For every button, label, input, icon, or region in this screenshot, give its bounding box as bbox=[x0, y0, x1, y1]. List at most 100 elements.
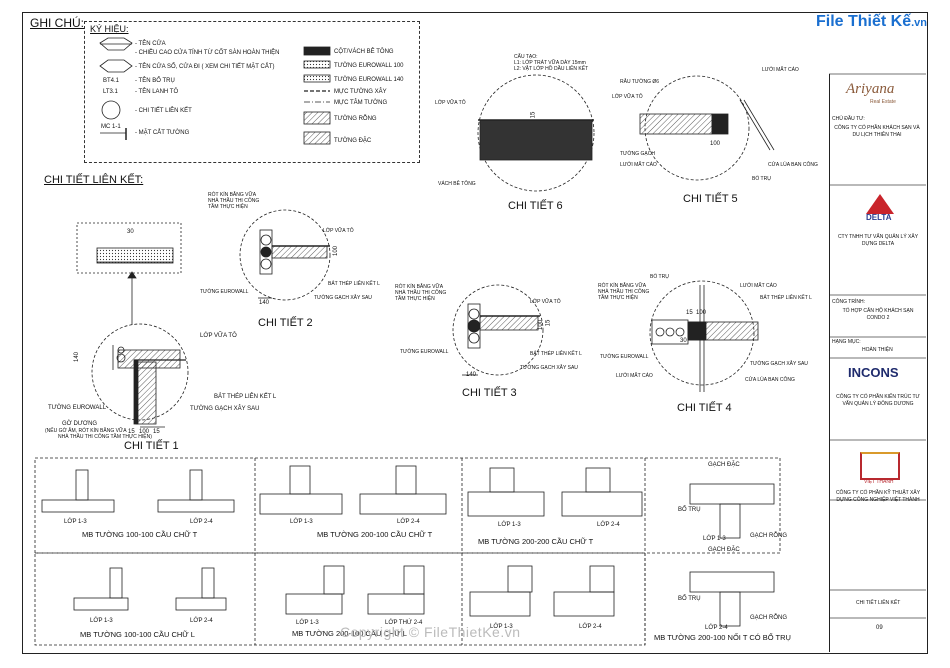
plan-bot-0-a: LỚP 1-3 bbox=[90, 618, 113, 624]
detail-2-caption: CHI TIẾT 2 bbox=[258, 317, 313, 329]
d1-label-2: TƯỜNG GẠCH XÂY SAU bbox=[190, 406, 260, 412]
legend-ct-text: - CHI TIẾT LIÊN KẾT bbox=[135, 108, 192, 114]
d3-label-3: LỚP VỮA TÔ bbox=[530, 299, 561, 305]
owner-label: CHỦ ĐẦU TƯ: bbox=[832, 116, 865, 122]
legend-window-text: - TÊN CỬA SỔ, CỬA ĐI ( XEM CHI TIẾT MẶT … bbox=[135, 64, 275, 70]
d4-label-4: LƯỚI MẮT CÁO bbox=[740, 283, 777, 289]
project-name: TỔ HỢP CĂN HỘ KHÁCH SẠN CONDO 2 bbox=[842, 308, 914, 321]
legend-door-text: - TÊN CỬA bbox=[135, 41, 166, 47]
legend-height-text: - CHIỀU CAO CỬA TÍNH TỪ CỐT SÀN HOÀN THI… bbox=[135, 50, 280, 56]
legend-lt-text: - TÊN LANH TÔ bbox=[135, 89, 179, 95]
sheet-border bbox=[22, 12, 928, 654]
plan-top-2-caption: MB TƯỜNG 200-200 CẦU CHỮ T bbox=[478, 537, 594, 546]
consultant-name: CTY TNHH TƯ VẤN QUẢN LÝ XÂY DỰNG DELTA bbox=[837, 234, 919, 247]
designer-name: CÔNG TY CỔ PHẦN KIẾN TRÚC TƯ VẤN QUẢN LÝ… bbox=[836, 394, 920, 407]
plan-bot-1-a: LỚP 1-3 bbox=[296, 620, 319, 626]
plan-right-label-5: GẠCH RỖNG bbox=[750, 615, 788, 621]
logo-domain: .vn bbox=[911, 17, 928, 29]
legend-mc-sym: MC 1-1 bbox=[101, 124, 121, 130]
legend-right-0: CỘT/VÁCH BÊ TÔNG bbox=[334, 49, 394, 55]
builder-name: CÔNG TY CỔ PHẦN KỸ THUẬT XÂY DỰNG CÔNG N… bbox=[835, 490, 921, 503]
legend-right-2: TƯỜNG EUROWALL 140 bbox=[334, 77, 404, 83]
title-block-border bbox=[829, 74, 927, 652]
d5-label-3: TƯỜNG GẠCH bbox=[620, 151, 655, 157]
detail-1-caption: CHI TIẾT 1 bbox=[124, 440, 179, 452]
titleblock-lines bbox=[829, 73, 926, 619]
plan-top-2-a: LỚP 1-3 bbox=[498, 522, 521, 528]
plan-bot-0-b: LỚP 2-4 bbox=[190, 618, 213, 624]
d6-label-4: VÁCH BÊ TÔNG bbox=[438, 181, 476, 187]
d2-label-3: LỚP VỮA TÔ bbox=[323, 228, 354, 234]
d5-dim-100: 100 bbox=[710, 141, 721, 147]
watermark: Copyright © FileThietKe.vn bbox=[340, 624, 521, 640]
detail-5-caption: CHI TIẾT 5 bbox=[683, 193, 738, 205]
d4-label-6: TƯỜNG EUROWALL bbox=[600, 354, 649, 360]
d1-dim-15b: 15 bbox=[153, 429, 160, 435]
d3-label-6: TƯỜNG GẠCH XÂY SAU bbox=[520, 365, 578, 371]
drawing-title: CHI TIẾT LIÊN KẾT bbox=[856, 600, 901, 606]
plan-bot-1-b: LỚP THỨ 2-4 bbox=[385, 620, 423, 626]
detail-4-caption: CHI TIẾT 4 bbox=[677, 402, 732, 414]
door-tag-symbol bbox=[99, 37, 133, 51]
plan-right-b: LỚP 2-4 bbox=[705, 625, 728, 631]
builder-brand: VIỆT THÀNH bbox=[864, 479, 894, 485]
plan-top-1-a: LỚP 1-3 bbox=[290, 519, 313, 525]
logo-text: File Thiết Kế bbox=[816, 13, 912, 30]
sheet-number: 09 bbox=[876, 625, 883, 631]
plan-bot-1-caption: MB TƯỜNG 200-100 CẦU CHỮ L bbox=[292, 629, 407, 638]
plan-bricks bbox=[41, 465, 775, 627]
legend-bt-text: - TÊN BỔ TRỤ bbox=[135, 78, 175, 84]
plan-right-label-0: GẠCH ĐẶC bbox=[708, 462, 740, 468]
d3-label-5: BẢT THÉP LIÊN KẾT L bbox=[530, 351, 582, 357]
legend-box bbox=[84, 21, 420, 163]
category-name: HOÀN THIỆN bbox=[862, 347, 893, 353]
d6-label-1: L1: LỚP TRÁT VỮA DÀY 15mm bbox=[514, 60, 586, 66]
d6-label-3: LỚP VỮA TÔ bbox=[435, 100, 466, 106]
owner-brand: Ariyana bbox=[846, 81, 895, 97]
d4-dim-15: 15 bbox=[686, 310, 693, 316]
d4-label-2: NHÀ THẦU THI CÔNG bbox=[598, 289, 650, 295]
d1-label-5: (NẾU GỜ ÂM, RÓT KÍN BẰNG VỮA bbox=[45, 428, 127, 434]
d2-label-5: TƯỜNG EUROWALL bbox=[200, 289, 249, 295]
owner-name: CÔNG TY CỔ PHẦN KHÁCH SẠN VÀ DU LỊCH THI… bbox=[834, 125, 920, 138]
legend-right-3: MỰC TƯỜNG XÂY bbox=[334, 89, 387, 95]
window-tag-symbol bbox=[99, 59, 133, 73]
d4-label-7: TƯỜNG GẠCH XÂY SAU bbox=[750, 361, 808, 367]
plan-right-label-4: BỔ TRỤ bbox=[678, 596, 701, 602]
d1-label-4: GỜ DƯƠNG bbox=[62, 421, 98, 427]
legend-right-5: TƯỜNG RỖNG bbox=[334, 116, 377, 122]
plan-right-caption: MB TƯỜNG 200-100 NỐI T CÓ BỔ TRỤ bbox=[654, 633, 791, 642]
d4-label-8: LƯỚI MẮT CÁO bbox=[616, 373, 653, 379]
d6-dim-15: 15 bbox=[530, 111, 537, 119]
delta-logo-icon bbox=[866, 194, 894, 214]
plan-right-label-3: GẠCH ĐẶC bbox=[708, 547, 740, 553]
d5-label-1: LỚP VỮA TÔ bbox=[612, 94, 643, 100]
d1-label-1: BẢT THÉP LIÊN KẾT L bbox=[214, 394, 277, 400]
detail-4 bbox=[649, 280, 759, 392]
legend-symbols bbox=[99, 37, 331, 145]
d3-label-4: TƯỜNG EUROWALL bbox=[400, 349, 449, 355]
d2-dim-140: 140 bbox=[259, 300, 270, 306]
plan-right-label-1: BỔ TRỤ bbox=[678, 507, 701, 513]
d3-label-1: NHÀ THẦU THI CÔNG bbox=[395, 290, 447, 296]
d1-label-6: NHÀ THẦU THI CÔNG TẦM THỰC HIỆN) bbox=[58, 434, 152, 440]
site-logo: File Thiết Kế.vn bbox=[816, 14, 927, 30]
d4-label-1: RÓT KÍN BẰNG VỮA bbox=[598, 283, 647, 289]
detail-5 bbox=[639, 75, 775, 181]
d6-label-2: L2: VẬT LỚP HỒ DẦU LIÊN KẾT bbox=[514, 66, 589, 72]
d2-label-1: NHÀ THẦU THI CÔNG bbox=[208, 198, 260, 204]
d4-label-9: CỬA LÙA BAN CÔNG bbox=[745, 377, 795, 383]
d1-dim-15: 15 bbox=[128, 429, 135, 435]
d1-label-3: TƯỜNG EUROWALL bbox=[48, 405, 107, 411]
d5-label-6: CỬA LÙA BAN CÔNG bbox=[768, 162, 818, 168]
d1-dim-30: 30 bbox=[127, 229, 134, 235]
detail-6 bbox=[477, 74, 595, 192]
legend-mc-text: - MẶT CẮT TƯỜNG bbox=[135, 130, 190, 136]
plan-top-0-b: LỚP 2-4 bbox=[190, 519, 213, 525]
d2-label-2: TẦM THỰC HIỆN bbox=[208, 204, 248, 210]
d2-label-6: TƯỜNG GẠCH XÂY SAU bbox=[314, 295, 372, 301]
d2-dim-100: 100 bbox=[333, 245, 340, 257]
d1-label-0: LỚP VỮA TÔ bbox=[200, 333, 237, 339]
